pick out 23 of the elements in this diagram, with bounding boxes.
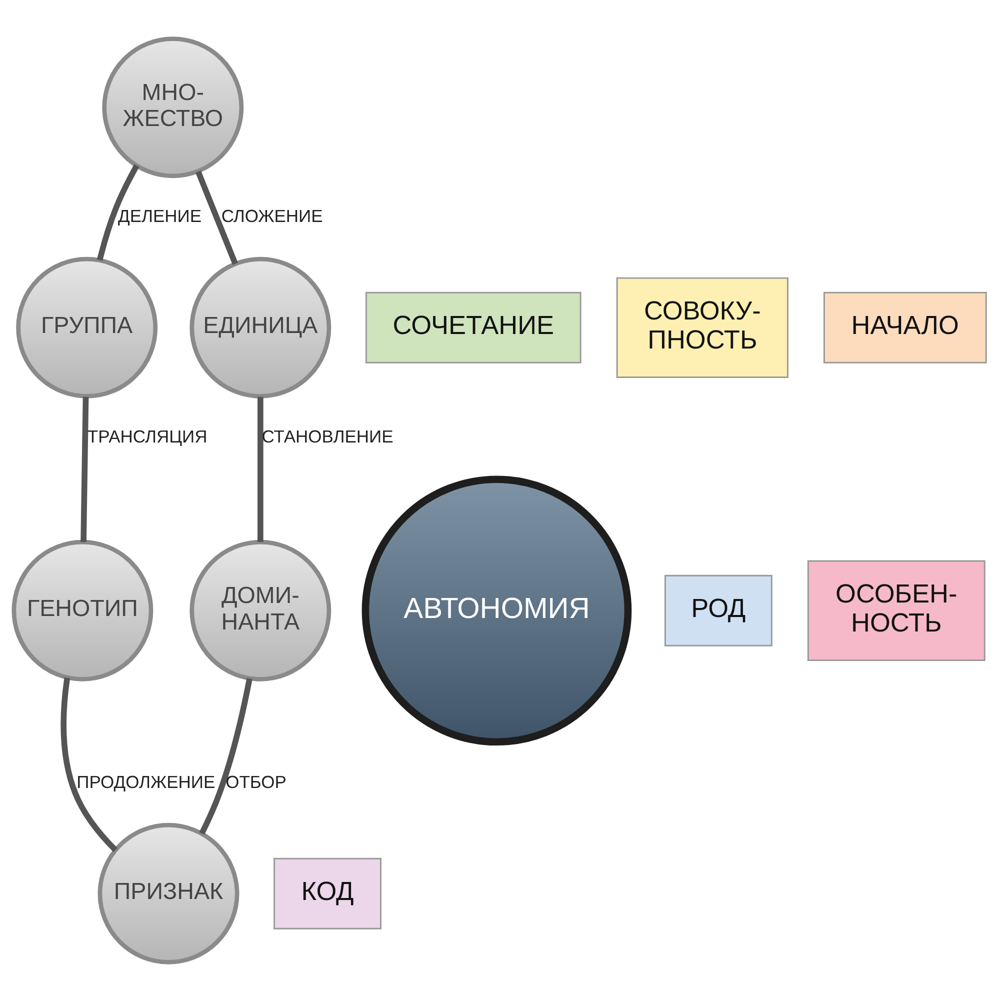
node-circle: МНО- ЖЕСТВО — [102, 36, 244, 178]
node-box: РОД — [664, 574, 772, 646]
edge-label: СЛОЖЕНИЕ — [221, 206, 323, 226]
node-box: ОСОБЕН- НОСТЬ — [807, 560, 986, 660]
node-circle: ДОМИ- НАНТА — [190, 539, 332, 681]
node-circle: ПРИЗНАК — [98, 822, 240, 964]
edge-label: ОТБОР — [226, 772, 286, 792]
connector — [96, 164, 140, 260]
node-circle: АВТОНОМИЯ — [362, 475, 632, 746]
node-box: КОД — [274, 857, 382, 929]
connector — [196, 170, 238, 264]
connector — [199, 677, 252, 834]
node-box: СОЧЕТАНИЕ — [365, 291, 582, 363]
node-box: СОВОКУ- ПНОСТЬ — [616, 276, 788, 378]
connector — [60, 677, 118, 852]
node-box: НАЧАЛО — [823, 291, 987, 363]
node-circle: ГРУППА — [16, 256, 158, 398]
connector — [80, 396, 89, 542]
node-circle: ГЕНОТИП — [12, 539, 154, 681]
connector — [258, 396, 264, 542]
edge-label: ДЕЛЕНИЕ — [118, 206, 202, 226]
node-circle: ЕДИНИЦА — [190, 256, 332, 398]
edge-label: ПРОДОЛЖЕНИЕ — [76, 772, 216, 792]
